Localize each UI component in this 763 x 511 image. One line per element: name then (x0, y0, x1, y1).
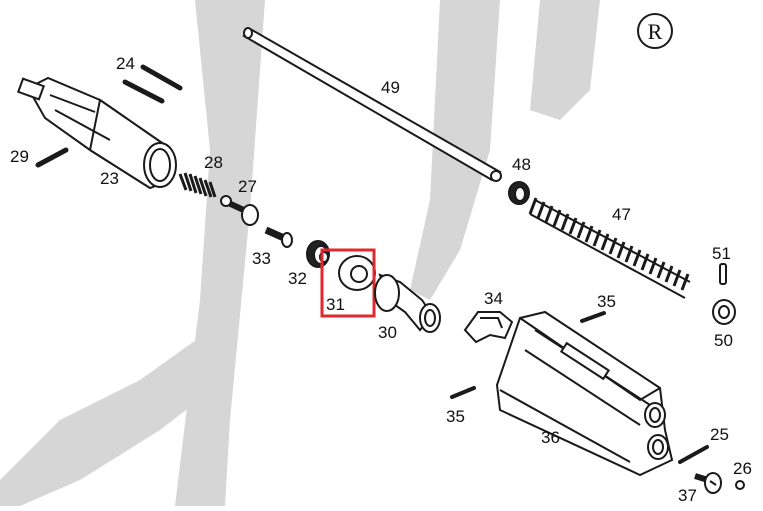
label-48: 48 (512, 155, 531, 174)
part-23-cylinder (16, 76, 177, 190)
part-31-washer (338, 255, 376, 291)
label-29: 29 (10, 147, 29, 166)
label-24: 24 (116, 54, 135, 73)
label-28: 28 (204, 153, 223, 172)
part-32-ring (306, 240, 330, 268)
part-24-pins (122, 64, 183, 104)
label-37: 37 (678, 486, 697, 505)
part-34-latch (463, 311, 514, 344)
part-27-plunger (220, 195, 259, 226)
part-37-screw (694, 472, 722, 494)
part-labels: 24 29 23 28 27 33 32 31 30 49 48 47 51 5… (10, 54, 752, 505)
part-47-spring (528, 197, 691, 299)
label-27: 27 (238, 177, 257, 196)
highlight-box-31 (320, 248, 376, 318)
svg-text:R: R (648, 19, 663, 44)
registered-mark: R (637, 13, 673, 49)
part-49-guide-rod (242, 27, 502, 182)
part-26-screw (735, 480, 745, 490)
label-25: 25 (710, 425, 729, 444)
label-26: 26 (733, 459, 752, 478)
label-33: 33 (252, 249, 271, 268)
watermark (0, 0, 600, 506)
part-36-frame (495, 310, 674, 477)
label-34: 34 (484, 289, 503, 308)
part-25-pin (678, 445, 709, 464)
part-28-spring (178, 172, 217, 198)
label-49: 49 (381, 78, 400, 97)
part-29-pin (35, 147, 69, 168)
part-33-screw (264, 226, 293, 248)
part-35-screw-lower (450, 386, 476, 399)
label-30: 30 (378, 323, 397, 342)
part-30-bushing (374, 273, 441, 333)
label-51: 51 (712, 244, 731, 263)
part-48-ring (508, 181, 530, 205)
part-50-cap (712, 299, 736, 325)
label-36: 36 (541, 428, 560, 447)
label-35-upper: 35 (597, 292, 616, 311)
label-50: 50 (714, 331, 733, 350)
label-32: 32 (288, 269, 307, 288)
label-35-lower: 35 (446, 407, 465, 426)
label-23: 23 (100, 169, 119, 188)
part-35-screw-upper (580, 311, 606, 323)
label-31: 31 (326, 295, 345, 314)
label-47: 47 (612, 205, 631, 224)
part-51-pin (719, 263, 727, 285)
